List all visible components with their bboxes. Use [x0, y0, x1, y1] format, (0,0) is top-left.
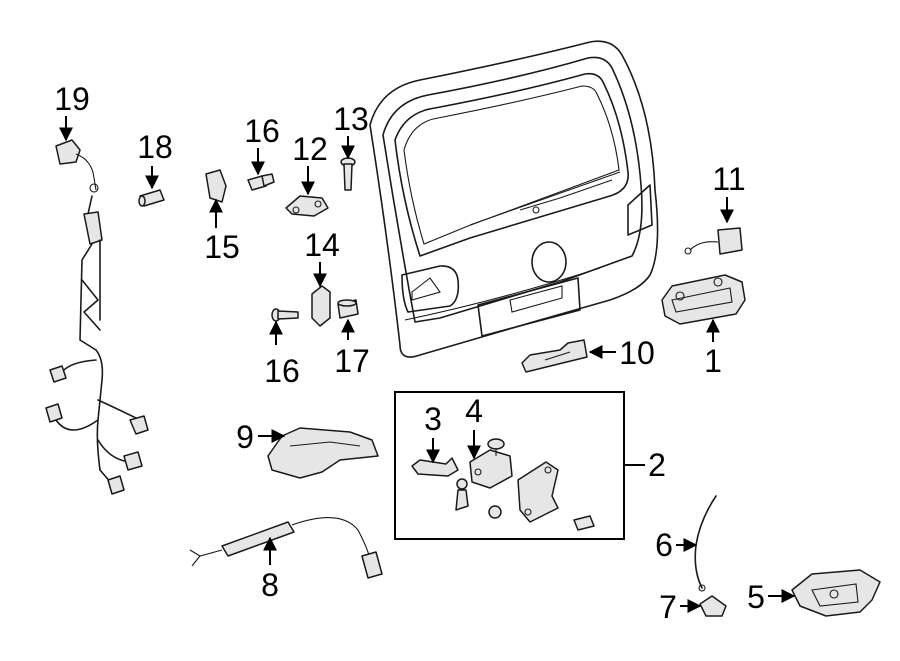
callout-6: 6	[655, 527, 673, 563]
callout-5: 5	[747, 579, 765, 615]
callout-8: 8	[261, 567, 279, 603]
part-11-sensor	[684, 227, 743, 255]
callout-9: 9	[236, 419, 254, 455]
callout-11: 11	[712, 161, 745, 197]
part-17-bushing	[337, 299, 359, 319]
callout-16-lower: 16	[264, 353, 300, 389]
callout-16-upper: 16	[244, 113, 280, 149]
part-8-release-cable	[189, 517, 383, 579]
callout-7: 7	[659, 589, 677, 625]
part-4-actuator	[469, 438, 513, 489]
callout-13: 13	[333, 101, 369, 137]
callout-14: 14	[304, 227, 340, 263]
liftgate-panel	[369, 40, 659, 358]
callout-10: 10	[619, 335, 655, 371]
callout-17: 17	[334, 343, 370, 379]
callout-1: 1	[704, 343, 722, 379]
part-13-bolt	[340, 157, 356, 191]
part-19-wiring-harness	[45, 139, 149, 495]
part-9-bracket	[267, 427, 379, 479]
callout-2: 2	[648, 447, 666, 483]
part-2-nut	[488, 505, 502, 519]
part-5-latch	[791, 569, 881, 617]
part-10-trim	[521, 339, 588, 373]
part-12-hinge	[285, 195, 329, 217]
part-2-screw	[573, 515, 595, 531]
part-6-rod	[694, 495, 717, 592]
part-1-handle-switch	[661, 274, 746, 325]
callout-3: 3	[424, 401, 442, 437]
callout-4: 4	[465, 393, 483, 429]
part-2-rod	[455, 478, 469, 511]
callout-12: 12	[292, 131, 328, 167]
part-7-cap	[699, 595, 727, 617]
callout-18: 18	[137, 129, 173, 165]
part-16-pin-lower	[271, 308, 299, 322]
callout-15: 15	[204, 229, 240, 265]
callout-19: 19	[54, 81, 90, 117]
part-14-bumper	[311, 285, 331, 327]
part-15-bracket	[205, 169, 227, 203]
part-16-bolt-upper	[247, 173, 275, 191]
part-18-buffer	[138, 189, 165, 207]
part-2-latch-plate	[517, 461, 559, 523]
part-3-bracket	[411, 457, 459, 477]
